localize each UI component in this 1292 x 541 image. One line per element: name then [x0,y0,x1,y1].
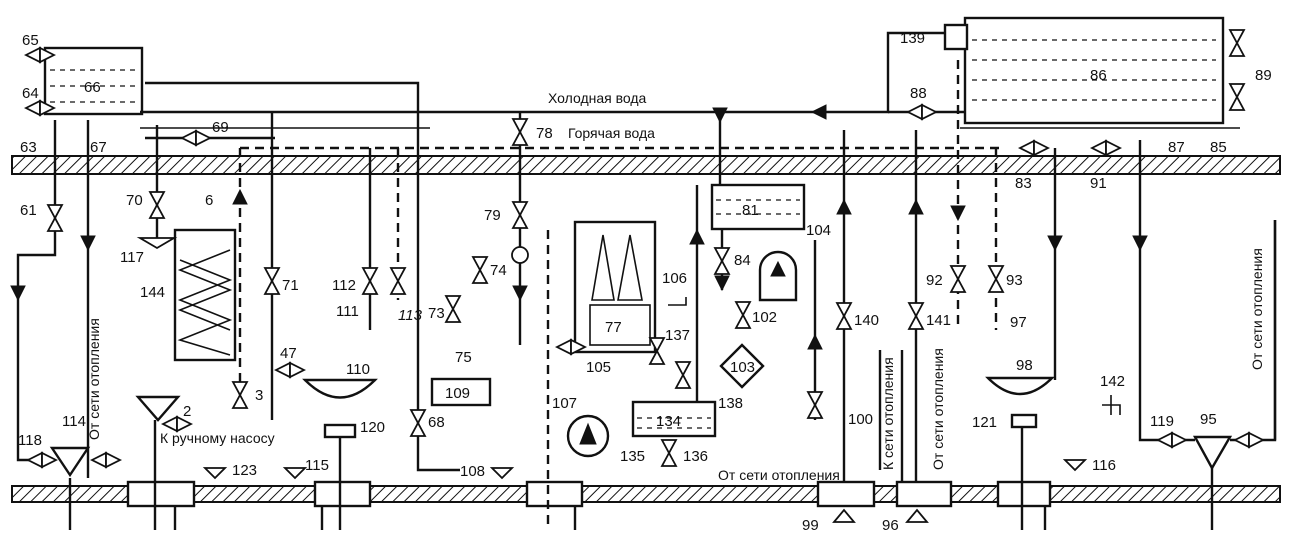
callout: 84 [734,252,751,269]
callout: 93 [1006,272,1023,289]
callout: 61 [20,202,37,219]
callout: 120 [360,419,385,436]
filter-103 [719,343,765,389]
callout: 66 [84,79,101,96]
label-from-heating-left: От сети отопления [86,318,102,440]
callout: 113 [398,307,423,324]
float-valve-104 [758,250,798,302]
callout: 117 [120,249,144,266]
box-109 [430,377,492,407]
callout: 78 [536,125,553,142]
funnel-95 [1192,435,1233,471]
callout: 92 [926,272,943,289]
callout: 119 [1150,413,1174,430]
tank-81 [710,183,806,231]
callout: 118 [18,432,42,449]
callout: 75 [455,349,472,366]
callout: 85 [1210,139,1227,156]
callout: 114 [62,413,86,430]
callout: 142 [1100,373,1125,390]
callout: 107 [552,395,577,412]
callout: 108 [460,463,485,480]
callout: 64 [22,85,39,102]
callout: 97 [1010,314,1027,331]
callout: 74 [490,262,507,279]
callout: 91 [1090,175,1107,192]
callout: 140 [854,312,879,329]
callout: 96 [882,517,899,534]
callout: 112 [332,277,356,294]
heater-144 [173,228,237,362]
callout: 100 [848,411,873,428]
callout: 135 [620,448,645,465]
callout: 98 [1016,357,1033,374]
callout: 99 [802,517,819,534]
callout: 6 [205,192,213,209]
callout: 79 [484,207,501,224]
callout: 138 [718,395,743,412]
callout: 81 [742,202,759,219]
callout: 139 [900,30,925,47]
callout-numbers: 65 64 66 63 67 69 61 70 6 117 144 71 112… [18,30,1272,534]
callout: 110 [346,361,370,378]
label-to-heating: К сети отопления [880,357,896,470]
basin-98 [985,376,1055,429]
callout: 137 [665,327,690,344]
callout: 106 [662,270,687,287]
tank-134 [631,400,717,438]
callout: 63 [20,139,37,156]
callout: 134 [656,413,681,430]
label-from-heating-mid: От сети отопления [930,348,946,470]
callout: 136 [683,448,708,465]
funnel-114 [49,446,91,478]
label-from-heating-right: От сети отопления [1249,248,1265,370]
callout: 73 [428,305,445,322]
callout: 77 [605,319,622,336]
callout: 67 [90,139,107,156]
callout: 121 [972,414,997,431]
callout: 109 [445,385,470,402]
floor-slab-upper [11,155,1281,175]
callout: 2 [183,403,191,420]
pump-107 [566,414,610,458]
label-to-hand-pump: К ручному насосу [160,430,275,446]
callout: 68 [428,414,445,431]
callout: 69 [212,119,229,136]
callout: 70 [126,192,143,209]
callout: 115 [305,457,329,474]
flow-markers [136,23,1121,523]
callout: 86 [1090,67,1107,84]
callout: 105 [586,359,611,376]
callout: 47 [280,345,297,362]
callout: 123 [232,462,257,479]
funnel-left [135,395,181,422]
label-hot-water: Горячая вода [568,125,655,141]
tank-66 [43,46,144,116]
callout: 116 [1092,457,1116,474]
callout: 65 [22,32,39,49]
sewer-boxes [126,480,1052,508]
boiler-77 [573,220,657,354]
callout: 102 [752,309,777,326]
callout: 89 [1255,67,1272,84]
tank-86 [963,16,1225,125]
callout: 144 [140,284,165,301]
callout: 88 [910,85,927,102]
callout: 95 [1200,411,1217,428]
basin-110 [302,378,378,439]
label-from-heating-center: От сети отопления [718,467,840,483]
callout: 3 [255,387,263,404]
callout: 104 [806,222,831,239]
callout: 141 [926,312,951,329]
floor-slab-lower [11,485,1281,503]
callout: 71 [282,277,299,294]
callout: 103 [730,359,755,376]
label-cold-water: Холодная вода [548,90,647,106]
pipe-labels: Холодная вода Горячая вода К ручному нас… [86,90,1265,483]
valves [23,29,1266,469]
callout: 83 [1015,175,1032,192]
callout: 111 [336,303,359,320]
callout: 87 [1168,139,1185,156]
